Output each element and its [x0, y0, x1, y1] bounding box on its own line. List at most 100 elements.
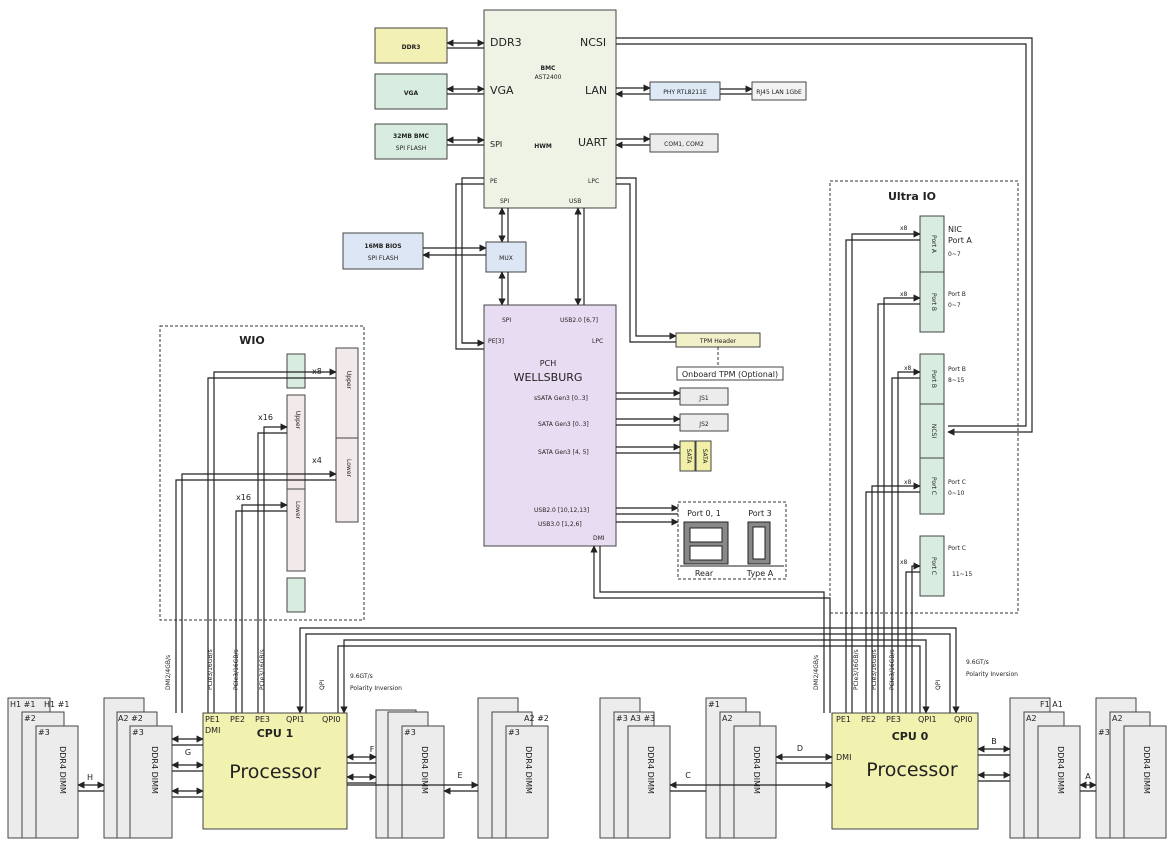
- wio-x16a: x16: [258, 413, 273, 422]
- pch-pe: PE[3]: [488, 338, 504, 345]
- ddr3-chip: DDR3: [374, 27, 448, 64]
- dimm-h-label-3: #2: [24, 714, 36, 723]
- channel-d: D: [797, 744, 803, 753]
- bmc-port-pe: PE: [490, 178, 498, 185]
- bus-qpi-cpu0: QPI: [935, 680, 942, 690]
- pch-codename: WELLSBURG: [514, 371, 583, 384]
- cpu1-block: PE1 PE2 PE3 QPI1 QPI0 DMI CPU 1 Processo…: [202, 712, 348, 830]
- bus-pe-b-cpu0: PCIe3/16GB/s: [871, 649, 878, 690]
- ultra-x8b: x8: [900, 291, 908, 298]
- dimm-group-f: #3 DDR4 DIMM: [375, 709, 445, 839]
- bmc-port-ncsi: NCSI: [580, 36, 606, 49]
- ultra-io-card: Ultra IO Port A Port B Port B NCSI Port …: [829, 180, 1019, 614]
- pch-spi: SPI: [502, 317, 511, 324]
- onboard-tpm-label: Onboard TPM (Optional): [682, 370, 778, 379]
- bmc-flash-type: SPI FLASH: [396, 145, 426, 152]
- js1-connector: JS1: [679, 387, 729, 406]
- dimm-f-type: DDR4 DIMM: [420, 746, 429, 794]
- dimm-a-label-1: A2: [1112, 714, 1123, 723]
- dimm-f-label-1: #3: [404, 728, 416, 737]
- dimm-c-label-1: #3 A3 #3: [616, 714, 655, 723]
- cpu0-title: CPU 0: [892, 730, 929, 743]
- cpu0-polarity: Polarity Inversion: [966, 671, 1018, 678]
- bus-dmi2-cpu1: DMI2/4GB/s: [165, 655, 172, 690]
- wio-links: [175, 342, 484, 713]
- channel-g: G: [185, 748, 191, 757]
- pch-title: PCH: [540, 359, 556, 368]
- cpu0-dmi: DMI: [836, 753, 851, 762]
- sata-connectors: SATA SATA: [679, 440, 712, 472]
- dimm-b-type: DDR4 DIMM: [1056, 746, 1065, 794]
- js1-label: JS1: [698, 395, 709, 402]
- cpu1-pe2: PE2: [230, 715, 245, 724]
- dimm-group-h: H1 #1 H1 #1 #2 #3 DDR4 DIMM: [7, 697, 79, 839]
- bmc-port-ddr3: DDR3: [490, 36, 522, 49]
- dimm-group-d: #1 A2 DDR4 DIMM: [705, 697, 777, 839]
- pch-sata-a: SATA Gen3 [0..3]: [538, 421, 589, 428]
- dimm-group-c: #3 A3 #3 DDR4 DIMM: [599, 697, 671, 839]
- ultra-io-title: Ultra IO: [888, 190, 936, 203]
- ultra-nic-label: NIC: [948, 225, 962, 234]
- mux-chip: MUX: [485, 241, 527, 273]
- usb-port3-label: Port 3: [748, 509, 772, 518]
- dimm-group-e: A2 #2 #3 DDR4 DIMM: [477, 697, 549, 839]
- dimm-h-label-1: H1 #1: [10, 700, 35, 709]
- cpu0-qpi1: QPI1: [918, 715, 937, 724]
- phy-label: PHY RTL8211E: [663, 89, 707, 96]
- usb-rear-label: Rear: [695, 569, 714, 578]
- dimm-group-b: F1 A1 A2 DDR4 DIMM: [1009, 697, 1081, 839]
- cpu1-dmi: DMI: [205, 726, 220, 735]
- bmc-chip-model: AST2400: [535, 74, 562, 81]
- cpu0-qpi0: QPI0: [954, 715, 973, 724]
- ultra-portc2-range: 11~15: [952, 571, 972, 578]
- ultra-portb-label: Port B: [948, 291, 966, 298]
- dimm-h-label-2: H1 #1: [44, 700, 69, 709]
- dimm-group-g: A2 #2 #3 DDR4 DIMM: [103, 697, 173, 839]
- dimm-a-type: DDR4 DIMM: [1142, 746, 1151, 794]
- bios-spi-flash: 16MB BIOS SPI FLASH: [342, 232, 424, 270]
- dimm-g-type: DDR4 DIMM: [150, 746, 159, 794]
- usb-ports: Port 0, 1 Port 3 Rear Type A: [677, 501, 787, 580]
- memory-channel-links: H G F E C D B A: [77, 735, 1097, 798]
- pch-usb20b: USB2.0 [10,12,13]: [534, 507, 589, 514]
- usb-port01-label: Port 0, 1: [687, 509, 721, 518]
- pch-usb30: USB3.0 [1,2,6]: [538, 521, 582, 528]
- dimm-d-label-1: #1: [708, 700, 720, 709]
- bmc-chip: BMC AST2400 HWM DDR3 VGA SPI PE NCSI LAN…: [483, 9, 617, 209]
- dimm-e-label-1: A2 #2: [524, 714, 549, 723]
- js2-label: JS2: [698, 421, 709, 428]
- cpu1-processor: Processor: [229, 761, 321, 783]
- wio-upper-a: Upper: [294, 411, 301, 430]
- ultra-portc-range: 0~10: [948, 490, 965, 497]
- cpu0-processor: Processor: [866, 759, 958, 781]
- cpu1-qpi-speed: 9.6GT/s: [350, 673, 373, 680]
- bus-dmi2-cpu0: DMI2/4GB/s: [813, 655, 820, 690]
- dimm-e-label-2: #3: [508, 728, 520, 737]
- bmc-flash-size: 32MB BMC: [393, 133, 430, 140]
- tpm-header: TPM Header: [675, 332, 761, 348]
- ultra-port-a: Port A: [930, 235, 937, 254]
- ultra-nic-porta: Port A: [948, 236, 972, 245]
- bmc-title: BMC: [541, 65, 557, 72]
- ultra-x8d: x8: [904, 479, 912, 486]
- cpu1-polarity: Polarity Inversion: [350, 685, 402, 692]
- pch-sata-b: SATA Gen3 [4, 5]: [538, 449, 589, 456]
- ultra-portb-range: 0~7: [948, 302, 961, 309]
- ultra-ncsi: NCSI: [930, 424, 937, 438]
- bmc-port-spi: SPI: [490, 140, 502, 149]
- channel-h: H: [87, 773, 93, 782]
- ultra-portb2-label: Port B: [948, 366, 966, 373]
- usb-typea-label: Type A: [746, 569, 774, 578]
- pch-lpc: LPC: [592, 338, 603, 345]
- dimm-h-label-4: #3: [38, 728, 50, 737]
- wio-lower-b: Lower: [345, 459, 352, 478]
- dimm-g-label-1: A2 #2: [118, 714, 143, 723]
- cpu0-pe3: PE3: [886, 715, 901, 724]
- pch-ssata: sSATA Gen3 [0..3]: [534, 395, 588, 402]
- com-label: COM1, COM2: [664, 141, 704, 148]
- ddr3-label: DDR3: [402, 44, 421, 51]
- wio-card: WIO Upper Lower Upper Lower x8 x16 x4 x1…: [159, 325, 365, 621]
- onboard-tpm: Onboard TPM (Optional): [676, 366, 784, 381]
- bmc-port-lpc: LPC: [588, 178, 599, 185]
- cpu0-block: PE1 PE2 PE3 QPI1 QPI0 DMI CPU 0 Processo…: [831, 712, 979, 830]
